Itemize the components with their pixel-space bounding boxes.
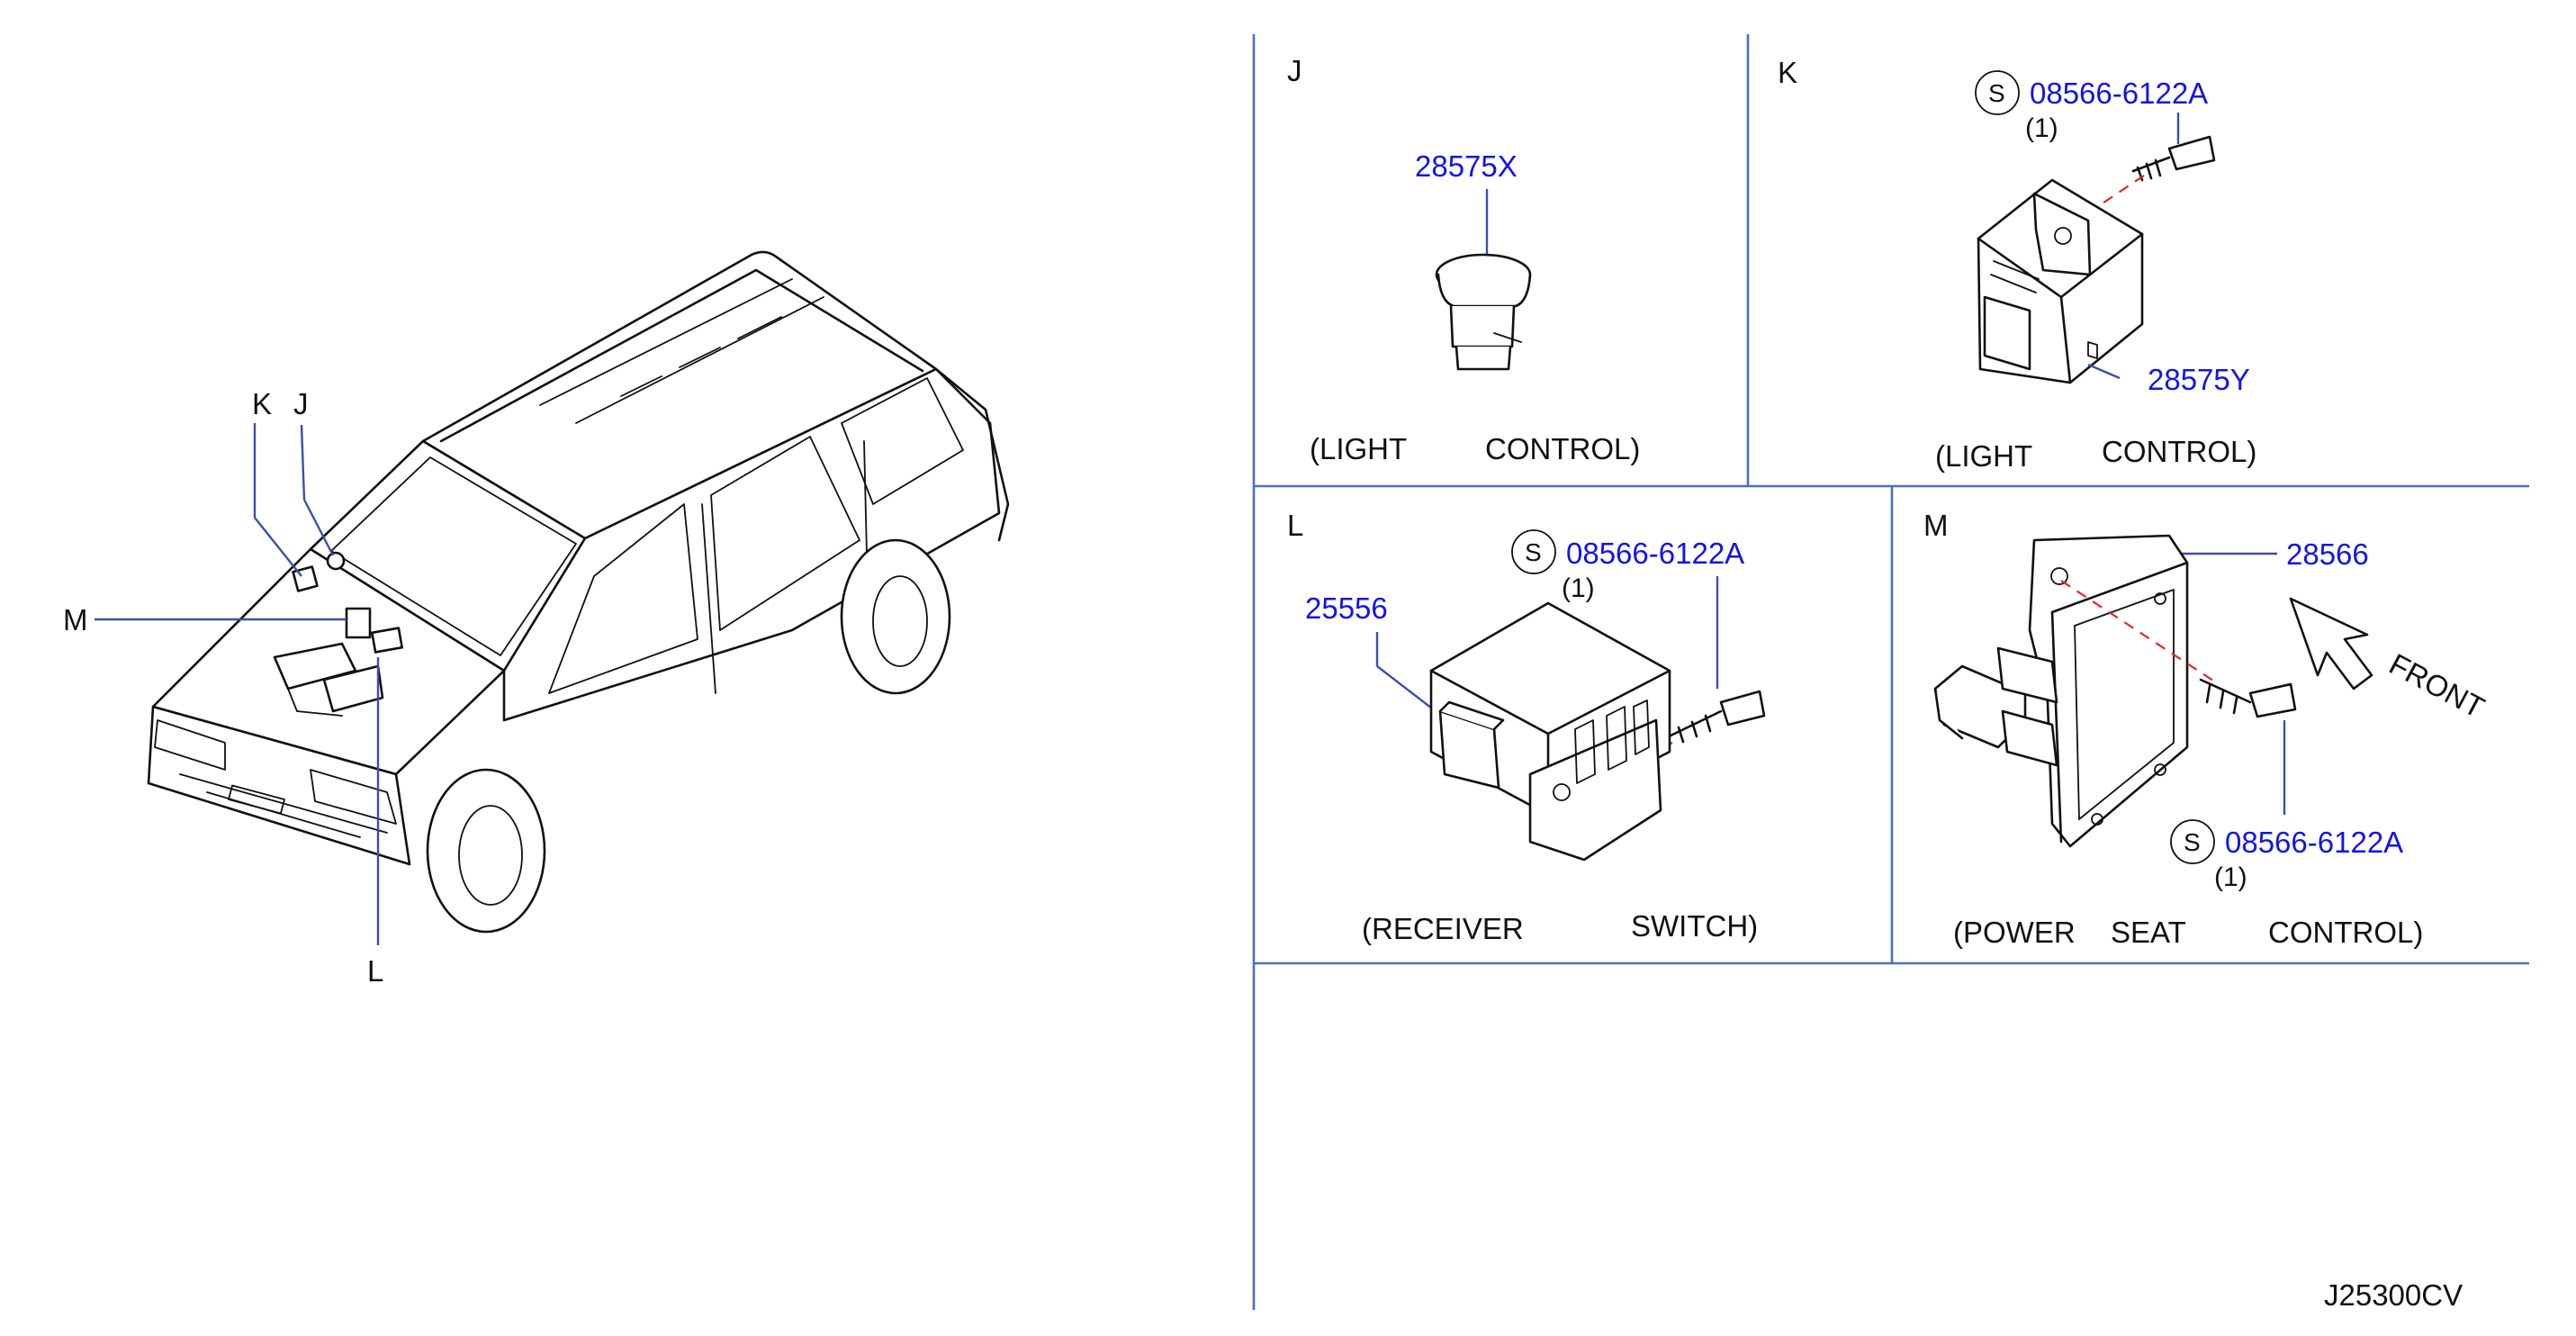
panel-k-letter: K (1778, 56, 1797, 89)
panel-l-caption-1: (RECEIVER (1362, 912, 1524, 945)
panel-k-screw-symbol-circle (1975, 70, 2020, 115)
vehicle-overview-drawing (147, 250, 1010, 934)
front-arrow-icon (2289, 597, 2373, 691)
panel-l-screw-symbol-circle (1511, 529, 1556, 574)
overview-leader-lines (95, 423, 380, 945)
panel-k-caption-1: (LIGHT (1935, 439, 2032, 473)
screw-drawing-k (2131, 135, 2216, 182)
panel-m-caption-3: CONTROL) (2268, 916, 2423, 949)
panel-m-screw-qty: (1) (2214, 862, 2247, 892)
panel-l: L S 08566-6122A (1) 25556 (RECEIVER SWIT… (1287, 509, 1766, 945)
panel-m-screw-symbol-circle (2170, 819, 2215, 864)
panel-m: M 28566 FRONT S 08566-6122A (1923, 509, 2490, 949)
panel-j-part-number[interactable]: 28575X (1415, 149, 1518, 183)
panel-m-caption-2: SEAT (2111, 916, 2186, 949)
panel-m-front-label: FRONT (2384, 647, 2490, 725)
panel-j-caption-1: (LIGHT (1310, 432, 1407, 465)
panel-l-screw-number[interactable]: 08566-6122A (1566, 537, 1744, 570)
panel-l-letter: L (1287, 509, 1303, 542)
panel-j: J 28575X (LIGHT CONTROL) (1287, 54, 1640, 465)
panel-k-part-number[interactable]: 28575Y (2148, 363, 2250, 396)
overview-callout-j: J (293, 387, 309, 420)
light-control-switch-drawing (1977, 178, 2144, 384)
panel-m-screw-number[interactable]: 08566-6122A (2225, 826, 2403, 859)
panel-m-screw-symbol: S (2184, 828, 2201, 856)
panel-m-letter: M (1923, 509, 1949, 542)
overview-callout-l: L (367, 954, 383, 988)
panel-k-screw-number[interactable]: 08566-6122A (2030, 77, 2208, 110)
panel-m-caption-1: (POWER (1953, 916, 2076, 949)
receiver-switch-drawing (1429, 601, 1671, 862)
panel-k-caption-2: CONTROL) (2102, 435, 2256, 468)
panel-l-part-number[interactable]: 25556 (1305, 591, 1388, 625)
overview-callout-m: M (63, 603, 88, 636)
panel-k-screw-symbol: S (1988, 79, 2005, 107)
screw-drawing-l (1663, 690, 1766, 744)
panel-k-screw-qty: (1) (2025, 113, 2058, 143)
panel-m-part-number[interactable]: 28566 (2286, 537, 2369, 571)
panel-k: K S 08566-6122A (1) 28575Y (LIGHT CONTRO… (1778, 56, 2256, 473)
overview-callout-k: K (252, 387, 272, 420)
panel-j-letter: J (1287, 54, 1302, 87)
screw-drawing-m (2199, 678, 2297, 718)
panel-l-screw-symbol: S (1525, 538, 1542, 566)
panel-j-caption-2: CONTROL) (1485, 432, 1640, 465)
power-seat-control-unit-drawing (1933, 534, 2189, 848)
panel-grid (1252, 34, 2529, 1310)
light-control-knob-drawing (1435, 253, 1532, 371)
panel-l-screw-qty: (1) (1562, 573, 1595, 603)
diagram-id: J25300CV (2324, 1278, 2463, 1312)
panel-l-caption-2: SWITCH) (1631, 909, 1758, 943)
